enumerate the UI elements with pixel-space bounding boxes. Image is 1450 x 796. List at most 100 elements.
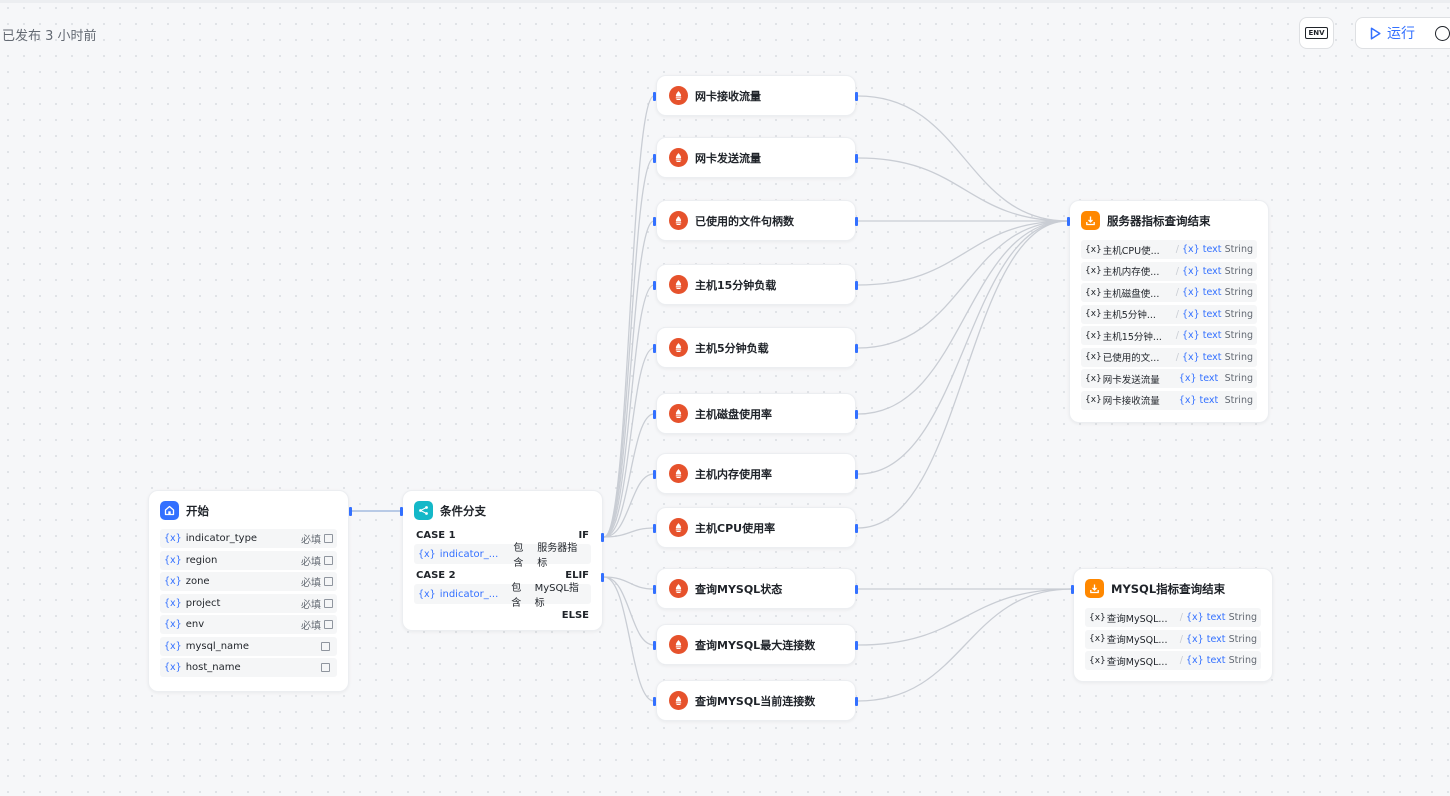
prometheus-icon <box>669 275 688 294</box>
param-name: host_name <box>185 662 241 673</box>
edge-if-metric-3 <box>603 220 655 538</box>
metric-input-handle[interactable] <box>653 154 656 163</box>
condition-input-handle[interactable] <box>400 507 403 516</box>
param-row[interactable]: {x}host_name <box>160 658 337 677</box>
end-icon <box>1085 579 1104 598</box>
param-row[interactable]: {x}mysql_name <box>160 636 337 656</box>
required-label: 必填 <box>301 535 321 546</box>
edge-mysql-3-end <box>857 588 1073 702</box>
edge-metric-5-end <box>857 220 1069 349</box>
metric-output-handle[interactable] <box>855 524 858 533</box>
type-icon <box>324 577 333 586</box>
metric-output-handle[interactable] <box>855 410 858 419</box>
metric-output-handle[interactable] <box>855 470 858 479</box>
metric-node[interactable]: 网卡发送流量 <box>656 137 856 178</box>
server-end-title: 服务器指标查询结束 <box>1107 213 1211 228</box>
metric-input-handle[interactable] <box>653 641 656 650</box>
metric-node[interactable]: 已使用的文件句柄数 <box>656 200 856 241</box>
param-name: indicator_type <box>185 533 258 544</box>
mysql-end-input-handle[interactable] <box>1071 585 1074 594</box>
elif-output-handle[interactable] <box>601 573 604 582</box>
prometheus-icon <box>669 579 688 598</box>
param-name: env <box>185 619 205 630</box>
mysql-end-title: MYSQL指标查询结束 <box>1111 581 1226 596</box>
start-output-handle[interactable] <box>349 507 352 516</box>
metric-output-handle[interactable] <box>855 92 858 101</box>
end-icon <box>1081 211 1100 230</box>
metric-input-handle[interactable] <box>653 410 656 419</box>
top-border <box>0 0 1450 3</box>
if-output-handle[interactable] <box>601 533 604 542</box>
metric-node[interactable]: 主机CPU使用率 <box>656 507 856 548</box>
metric-node[interactable]: 查询MYSQL当前连接数 <box>656 680 856 721</box>
metric-input-handle[interactable] <box>653 524 656 533</box>
prometheus-icon <box>669 338 688 357</box>
metric-output-handle[interactable] <box>855 585 858 594</box>
prometheus-icon <box>669 211 688 230</box>
metric-node[interactable]: 主机磁盘使用率 <box>656 393 856 434</box>
metric-node[interactable]: 查询MYSQL状态 <box>656 568 856 609</box>
condition-node-title: 条件分支 <box>440 503 486 518</box>
edge-mysql-2-end <box>857 588 1073 646</box>
type-icon <box>324 555 333 565</box>
param-name: mysql_name <box>185 640 250 652</box>
home-icon <box>160 501 179 520</box>
type-icon <box>321 641 330 651</box>
metric-output-handle[interactable] <box>855 154 858 163</box>
case-1-condition[interactable]: {x}indicator_...包含服务器指标 <box>414 543 591 569</box>
start-node-title: 开始 <box>186 503 209 518</box>
metric-node[interactable]: 主机内存使用率 <box>656 453 856 494</box>
metric-input-handle[interactable] <box>653 470 656 479</box>
metric-input-handle[interactable] <box>653 344 656 353</box>
metric-input-handle[interactable] <box>653 697 656 706</box>
publish-status: 已发布 3 小时前 <box>2 29 97 44</box>
metric-output-handle[interactable] <box>855 281 858 290</box>
edge-if-metric-6 <box>603 413 655 538</box>
metric-node[interactable]: 网卡接收流量 <box>656 75 856 116</box>
param-name: zone <box>185 576 210 587</box>
play-icon <box>1370 26 1381 40</box>
metric-output-handle[interactable] <box>855 697 858 706</box>
run-button[interactable]: 运行 <box>1355 17 1450 49</box>
edge-metric-2-end <box>857 157 1069 222</box>
edge-if-metric-7 <box>603 473 655 538</box>
metric-input-handle[interactable] <box>653 92 656 101</box>
metric-input-handle[interactable] <box>653 217 656 226</box>
edge-metric-6-end <box>857 220 1069 415</box>
metric-output-handle[interactable] <box>855 344 858 353</box>
server-end-input-handle[interactable] <box>1067 217 1070 226</box>
else-header: ELSE <box>561 609 589 621</box>
metric-node[interactable]: 主机5分钟负载 <box>656 327 856 368</box>
metric-node[interactable]: 主机15分钟负载 <box>656 264 856 305</box>
edge-elif-mysql-3 <box>603 576 655 702</box>
env-button[interactable]: ENV <box>1299 17 1334 49</box>
metric-input-handle[interactable] <box>653 281 656 290</box>
metric-node[interactable]: 查询MYSQL最大连接数 <box>656 624 856 665</box>
metric-output-handle[interactable] <box>855 641 858 650</box>
metric-output-handle[interactable] <box>855 217 858 226</box>
metric-input-handle[interactable] <box>653 585 656 594</box>
